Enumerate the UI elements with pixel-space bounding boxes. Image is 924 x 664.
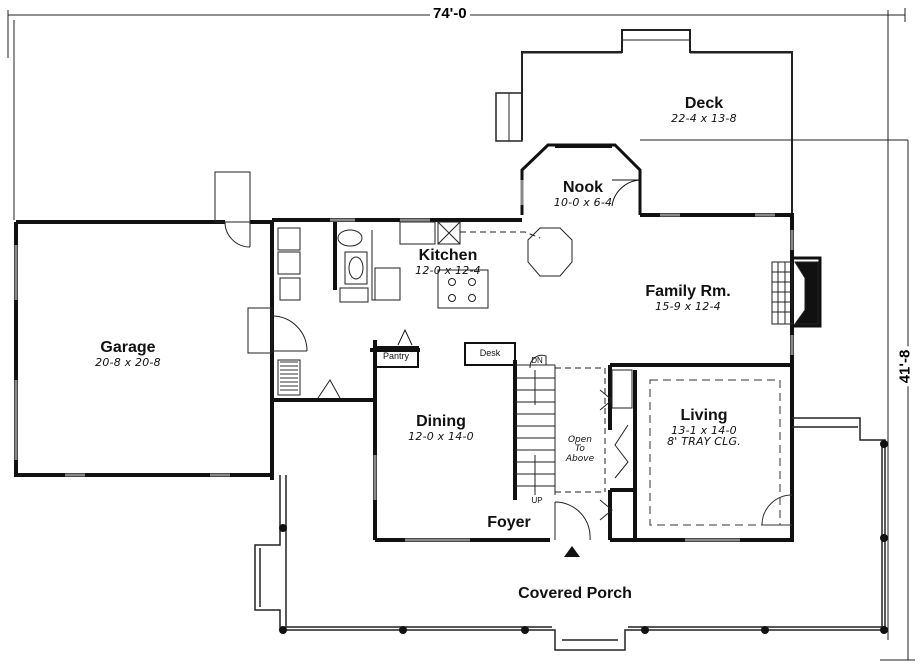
room-name: Covered Porch [518,585,632,602]
room-size: 12-0 x 14-0 [408,429,474,443]
room-living: Living 13-1 x 14-0 8' TRAY CLG. [667,407,741,449]
room-size: 20-8 x 20-8 [95,355,161,369]
stairs-up-label: UP [531,496,543,505]
room-size: 10-0 x 6-4 [553,195,613,209]
room-foyer: Foyer [487,514,531,532]
pantry-label: Pantry [382,351,410,361]
room-nook: Nook 10-0 x 6-4 [553,179,613,209]
room-deck: Deck 22-4 x 13-8 [671,95,737,125]
dimension-lines [7,8,915,661]
room-covered-porch: Covered Porch [518,585,632,603]
bath-laundry-fixtures [214,171,369,399]
room-name: Kitchen [418,247,478,264]
room-size: 15-9 x 12-4 [655,299,721,313]
room-dining: Dining 12-0 x 14-0 [408,413,474,443]
nook-bay [520,143,642,215]
foyer-door [554,501,591,541]
room-name: Living [680,407,728,424]
stair-treads-laundry [280,361,298,391]
overall-depth-label: 41'-8 [896,346,914,387]
desk-label: Desk [479,348,501,358]
room-size: 12-0 x 12-4 [415,263,481,277]
living-details [649,379,793,526]
interior-walls [270,222,792,540]
entry-arrow-icon [564,546,580,557]
windows [14,180,794,542]
room-name: Dining [416,413,466,430]
porch-columns [279,440,888,634]
room-name: Nook [563,179,603,196]
main-stair [515,354,606,495]
deck-outline [495,29,793,215]
fireplace [771,261,819,325]
overall-width-label: 74'-0 [430,5,470,22]
room-garage: Garage 20-8 x 20-8 [95,339,161,369]
open-to-above-label: Open To Above [565,435,595,464]
room-name: Deck [684,95,724,112]
room-family: Family Rm. 15-9 x 12-4 [645,283,731,313]
pantry-desk [373,328,516,368]
room-name: Garage [100,339,156,356]
kitchen-counters [371,221,573,309]
room-kitchen: Kitchen 12-0 x 12-4 [415,247,481,277]
foyer-closets [599,369,633,521]
room-note: 8' TRAY CLG. [667,435,741,449]
stairs-down-label: DN [531,356,543,365]
room-size: 22-4 x 13-8 [671,111,737,125]
room-name: Family Rm. [645,283,731,300]
room-name: Foyer [487,514,531,531]
room-size: 13-1 x 14-0 [671,423,737,437]
